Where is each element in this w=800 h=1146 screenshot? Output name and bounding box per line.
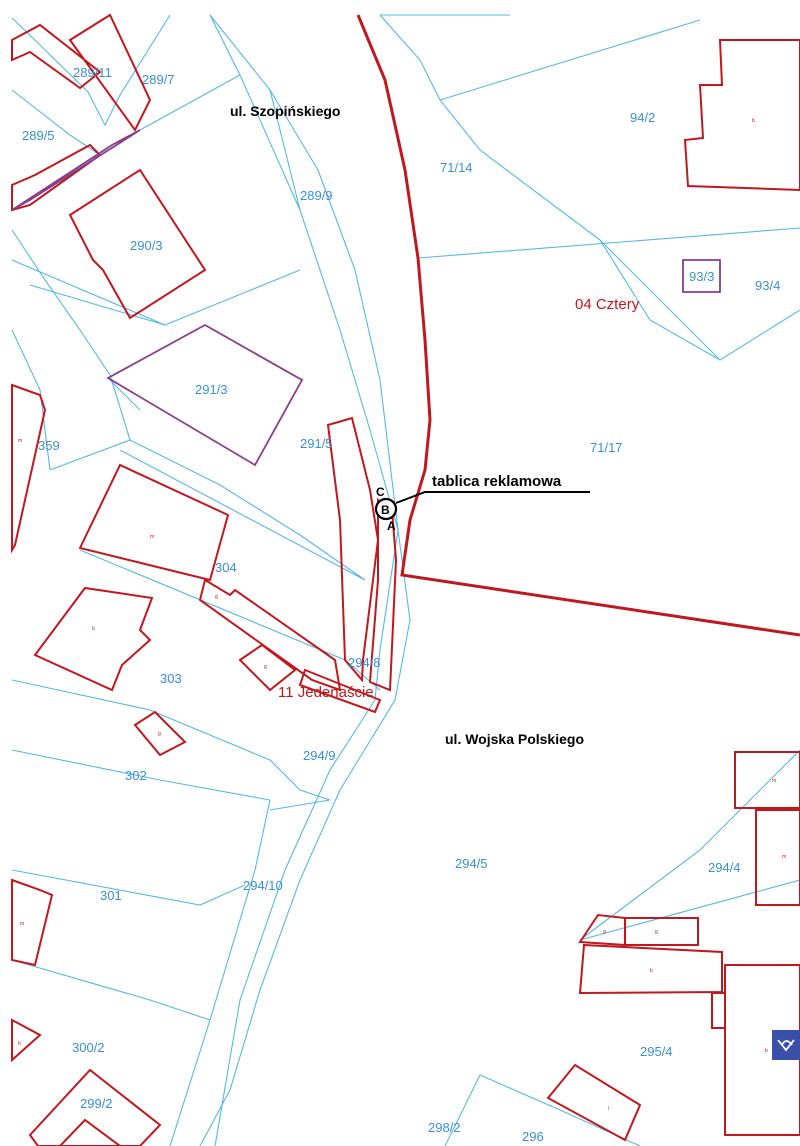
parcel-label: 294/5 bbox=[455, 856, 488, 871]
building-code-label: m bbox=[150, 534, 154, 540]
building-code-label: h bbox=[18, 1041, 21, 1047]
parcel-label: 93/4 bbox=[755, 278, 780, 293]
billboard-circle bbox=[374, 497, 398, 521]
buildings bbox=[11, 13, 800, 1146]
parcel-lines bbox=[11, 14, 800, 1146]
building-code-label: b bbox=[92, 626, 95, 632]
building-code-label: g bbox=[215, 594, 218, 600]
building-code-label: g bbox=[264, 664, 267, 670]
precinct-boundary bbox=[356, 14, 800, 637]
street-name-wojska-polskiego: ul. Wojska Polskiego bbox=[445, 731, 584, 747]
parcel-label: 93/3 bbox=[689, 269, 714, 284]
parcel-label: 71/14 bbox=[440, 160, 473, 175]
parcel-label: 298/2 bbox=[428, 1120, 461, 1135]
parcel-label: 295/4 bbox=[640, 1044, 673, 1059]
building-code-label: b bbox=[650, 968, 653, 974]
parcel-label: 294/8 bbox=[348, 655, 381, 670]
billboard-callout-label: tablica reklamowa bbox=[432, 473, 562, 490]
street-name-szopinskiego: ul. Szopińskiego bbox=[230, 103, 340, 119]
post-horn-icon bbox=[772, 1030, 800, 1060]
parcel-label: 290/3 bbox=[130, 238, 163, 253]
building-code-label: m bbox=[18, 438, 22, 444]
building-code-label: g bbox=[603, 929, 606, 935]
callout-leader-line bbox=[395, 491, 590, 504]
parcel-label: 302 bbox=[125, 768, 147, 783]
parcel-label: 71/17 bbox=[590, 440, 623, 455]
point-b-label: B bbox=[381, 503, 390, 517]
parcel-label: 289/5 bbox=[22, 128, 55, 143]
parcel-label: 359 bbox=[38, 438, 60, 453]
parcel-label: 294/9 bbox=[303, 748, 336, 763]
billboard-marker: B C A tablica reklamowa bbox=[374, 473, 590, 533]
building-code-label: m bbox=[782, 854, 786, 860]
parcel-label: 296 bbox=[522, 1129, 544, 1144]
parcel-label: 289/7 bbox=[142, 72, 175, 87]
parcel-label: 289/11 bbox=[73, 65, 112, 80]
point-c-label: C bbox=[376, 485, 385, 499]
building-codes: b m m b g g g m m m g g b b i h bbox=[18, 118, 786, 1112]
parcel-label: 301 bbox=[100, 888, 122, 903]
parcel-label: 294/10 bbox=[243, 878, 283, 893]
building-code-label: b bbox=[765, 1048, 768, 1054]
parcel-label: 94/2 bbox=[630, 110, 655, 125]
building-code-label: b bbox=[752, 118, 755, 124]
building-code-label: m bbox=[20, 921, 24, 927]
precinct-label: 04 Cztery bbox=[575, 296, 640, 313]
point-a-label: A bbox=[387, 519, 396, 533]
parcel-label: 291/3 bbox=[195, 382, 228, 397]
building-code-label: m bbox=[772, 778, 776, 784]
parcel-label: 289/9 bbox=[300, 188, 333, 203]
building-code-label: i bbox=[608, 1106, 609, 1112]
buildings-alt bbox=[11, 129, 721, 467]
building-code-label: g bbox=[158, 731, 161, 737]
parcel-label: 291/5 bbox=[300, 436, 333, 451]
parcel-label: 294/4 bbox=[708, 860, 741, 875]
parcel-label: 300/2 bbox=[72, 1040, 105, 1055]
building-code-label: g bbox=[655, 929, 658, 935]
parcel-labels: 289/11 289/7 289/5 289/9 290/3 291/3 291… bbox=[22, 65, 780, 1144]
precinct-label: 11 Jedenaście bbox=[278, 684, 374, 701]
parcel-label: 304 bbox=[215, 560, 237, 575]
parcel-label: 299/2 bbox=[80, 1096, 113, 1111]
parcel-label: 303 bbox=[160, 671, 182, 686]
